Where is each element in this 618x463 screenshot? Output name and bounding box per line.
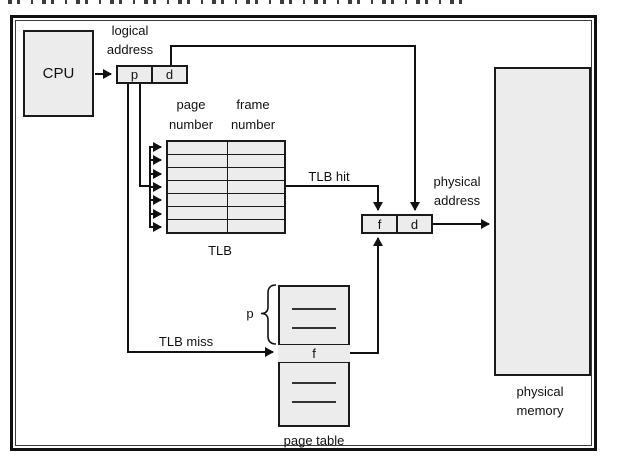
physical-address-label-line1: physical: [433, 174, 481, 189]
physical-memory-label: physical memory: [496, 382, 584, 420]
logical-address-register: p d: [116, 65, 188, 84]
tlb-page-cell: [168, 155, 228, 167]
tlb-frame-header-line2: number: [230, 117, 276, 132]
logical-address-label: logical address: [94, 21, 166, 59]
tlb-row: [168, 219, 284, 232]
logical-address-label-line1: logical: [111, 23, 149, 38]
tlb-row: [168, 180, 284, 193]
physical-d-cell: d: [410, 216, 419, 232]
page-table-f-row: f: [278, 344, 350, 363]
tlb-table: [166, 140, 286, 234]
tlb-page-header-line1: page: [176, 97, 206, 112]
tlb-row: [168, 193, 284, 206]
physical-memory-label-line1: physical: [516, 384, 564, 399]
tlb-frame-cell: [228, 181, 284, 193]
tlb-frame-number-header: frame number: [222, 95, 284, 135]
logical-d-cell: d: [165, 67, 174, 82]
tlb-page-cell: [168, 168, 228, 180]
tlb-page-cell: [168, 220, 228, 232]
physical-address-register: f d: [361, 214, 433, 234]
physical-address-label: physical address: [421, 172, 493, 210]
diagram-frame-inner: [15, 20, 592, 446]
diagram-frame: [10, 15, 597, 451]
tlb-page-header-line2: number: [168, 117, 214, 132]
tlb-row: [168, 142, 284, 154]
page-table-p-label: p: [246, 306, 254, 321]
tlb-page-number-header: page number: [160, 95, 222, 135]
tlb-frame-header-line1: frame: [236, 97, 270, 112]
tlb-frame-cell: [228, 155, 284, 167]
logical-p-cell: p: [118, 67, 153, 82]
physical-address-label-line2: address: [433, 193, 481, 208]
physical-f-cell: f: [363, 216, 398, 232]
tlb-page-cell: [168, 207, 228, 219]
page-table-f-label: f: [312, 346, 316, 361]
tlb-caption: TLB: [208, 243, 232, 258]
tlb-frame-cell: [228, 207, 284, 219]
logical-address-label-line2: address: [106, 42, 154, 57]
cpu-label: CPU: [42, 65, 75, 82]
tlb-page-cell: [168, 194, 228, 206]
tlb-page-cell: [168, 142, 228, 154]
tlb-page-cell: [168, 181, 228, 193]
tlb-frame-cell: [228, 220, 284, 232]
page-table-caption: page table: [283, 433, 345, 448]
cpu-box: CPU: [23, 30, 94, 117]
tlb-miss-label: TLB miss: [158, 334, 214, 349]
tlb-hit-label: TLB hit: [308, 169, 350, 184]
physical-memory-box: [494, 67, 591, 376]
physical-memory-label-line2: memory: [516, 403, 564, 418]
tlb-row: [168, 206, 284, 219]
tlb-frame-cell: [228, 168, 284, 180]
tlb-row: [168, 167, 284, 180]
tlb-frame-cell: [228, 194, 284, 206]
tlb-row: [168, 154, 284, 167]
tlb-frame-cell: [228, 142, 284, 154]
cropped-text-fragments: [8, 0, 470, 4]
